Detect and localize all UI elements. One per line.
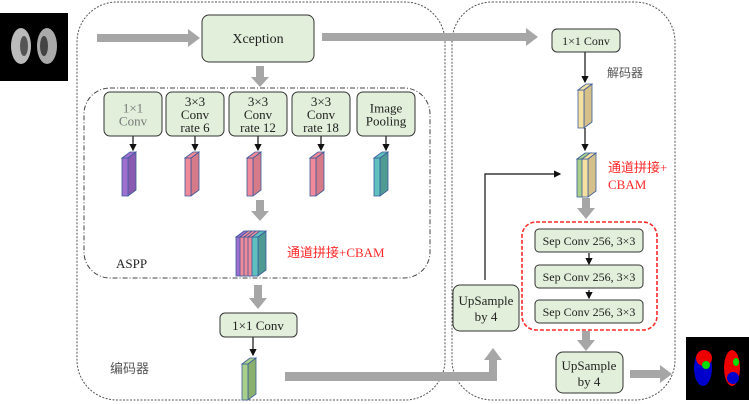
decoder-1x1-conv: 1×1 Conv [551,28,621,53]
decoder-cbam-label: CBAM [608,177,647,192]
sep-conv-block-1: Sep Conv 256, 3×3 [534,228,644,253]
sep-conv-label: Sep Conv 256, 3×3 [543,305,636,319]
upsample-left-line1: UpSample [459,293,514,308]
input-ct-image [0,13,68,81]
feature-map-rate12 [245,151,263,197]
decoder-box [451,1,676,401]
upsample-bottom-line2: by 4 [578,374,601,389]
sep-conv-label: Sep Conv 256, 3×3 [543,234,636,248]
aspp-branch-label: rate 18 [303,120,339,135]
concat-feature-map-5 [250,230,268,277]
grey-arrows [97,28,672,383]
aspp-branch-label: 3×3 [311,94,331,109]
encoder-label: 编码器 [110,361,149,376]
aspp-branch-label: Conv [244,107,273,122]
aspp-branch-label: rate 12 [240,120,276,135]
arrow-lowlevel-to-upsample [285,348,502,381]
aspp-box [83,87,431,279]
decoder-1x1-conv-label: 1×1 Conv [562,34,610,48]
aspp-label: ASPP [116,256,147,271]
arrow-aspp-to-conv [249,285,267,309]
feature-map-rate18 [308,151,326,197]
sep-conv-block-2: Sep Conv 256, 3×3 [534,264,644,289]
sepconv-group-box [521,221,658,331]
arrow-concat-to-sepconv [577,198,595,219]
decoder-feature-map [576,83,594,129]
low-level-feature-map [240,357,258,401]
aspp-branch-label: 1×1 [123,101,143,116]
aspp-branch-label: rate 6 [180,120,210,135]
aspp-branch-label: 3×3 [248,94,268,109]
upsample-bottom-block: UpSample by 4 [555,351,624,394]
decoder-label: 解码器 [607,66,643,80]
sep-conv-block-3: Sep Conv 256, 3×3 [534,299,644,324]
feature-map-pooling [372,151,390,197]
arrow-input-to-xception [97,29,200,47]
aspp-branch-label: Image [370,101,403,116]
arrow-xception-to-aspp [251,66,269,87]
decoder-concat-yellow [580,152,598,198]
arrow-to-output [630,365,672,383]
arrow-sepconv-to-upsample [577,331,595,351]
aspp-branch-label: Conv [119,114,148,129]
xception-block: Xception [201,14,315,63]
aspp-branch-label: Conv [181,107,210,122]
encoder-1x1-conv: 1×1 Conv [219,312,298,338]
aspp-concat-label: 通道拼接+CBAM [287,245,385,260]
upsample-bottom-line1: UpSample [562,358,617,373]
sep-conv-label: Sep Conv 256, 3×3 [543,270,636,284]
output-segmentation-image [686,337,749,400]
upsample-left-line2: by 4 [475,309,498,324]
decoder-concat-label: 通道拼接+ [608,160,667,175]
feature-map-1x1 [120,151,138,197]
encoder-1x1-conv-label: 1×1 Conv [232,318,284,333]
xception-label: Xception [232,32,283,47]
upsample-left-block: UpSample by 4 [452,284,520,332]
feature-maps [120,83,598,401]
feature-map-rate6 [183,151,201,197]
arrow-xception-to-decoder [322,28,538,46]
arrow-to-concat [251,200,269,221]
thin-arrows [129,52,593,357]
aspp-branch-label: Pooling [366,114,407,129]
aspp-branch-label: Conv [307,107,336,122]
encoder-box [76,1,446,401]
aspp-branch-label: 3×3 [185,94,205,109]
